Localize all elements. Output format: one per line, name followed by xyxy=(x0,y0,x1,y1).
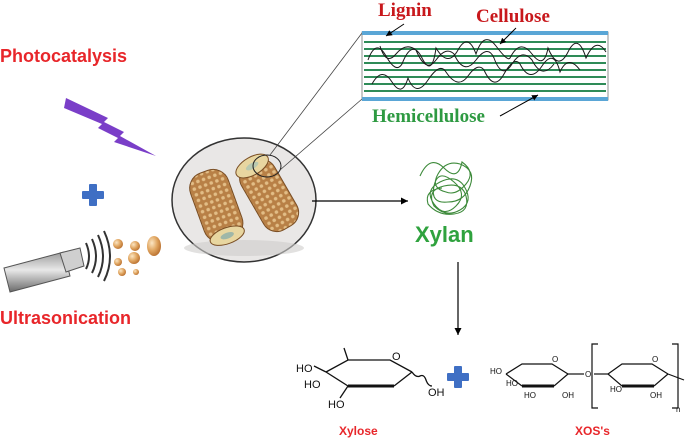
xos-ho-3: HO xyxy=(524,391,536,400)
hemicellulose-pointer xyxy=(499,94,539,117)
xos-label: XOS's xyxy=(575,424,610,438)
zoom-line-top xyxy=(269,32,363,156)
xylose-ho-2: HO xyxy=(304,379,321,391)
xos-o-ring-2: O xyxy=(652,355,658,364)
lignocellulose-fiber-box xyxy=(361,31,609,101)
hemicellulose-label: Hemicellulose xyxy=(372,106,485,127)
cellulose-label: Cellulose xyxy=(476,6,550,27)
cellulose-pointer xyxy=(499,27,517,45)
xylose-o: O xyxy=(392,351,401,363)
bubbles xyxy=(113,236,161,276)
xos-ho-2: HO xyxy=(506,379,518,388)
xos-ho-1: HO xyxy=(490,367,502,376)
xylan-tangle xyxy=(419,161,473,215)
xos-oh-2: OH xyxy=(650,391,662,400)
photocatalysis-label: Photocatalysis xyxy=(0,46,128,66)
xylose-oh: OH xyxy=(428,387,445,399)
xos-o-ring-1: O xyxy=(552,355,558,364)
lightning-bolt-icon xyxy=(64,98,156,156)
xos-o-link: O xyxy=(585,370,591,379)
xos-ho-4: HO xyxy=(610,385,622,394)
zoom-line-bottom xyxy=(279,98,363,171)
plus-icon-products xyxy=(447,366,469,388)
xylose-ho-3: HO xyxy=(328,399,345,411)
xylose-label: Xylose xyxy=(339,424,378,438)
xylan-label: Xylan xyxy=(415,222,474,247)
corn-cob-image xyxy=(171,137,317,263)
lignin-pointer xyxy=(385,23,405,37)
xylose-structure xyxy=(313,347,433,399)
xos-subscript-n: n xyxy=(676,405,680,414)
xylose-ho-1: HO xyxy=(296,363,313,375)
ultrasonic-probe-icon xyxy=(3,230,111,293)
lignin-label: Lignin xyxy=(378,0,432,21)
plus-icon xyxy=(82,184,104,206)
ultrasonication-label: Ultrasonication xyxy=(0,308,132,328)
xos-oh-1: OH xyxy=(562,391,574,400)
xos-structure xyxy=(505,343,685,409)
